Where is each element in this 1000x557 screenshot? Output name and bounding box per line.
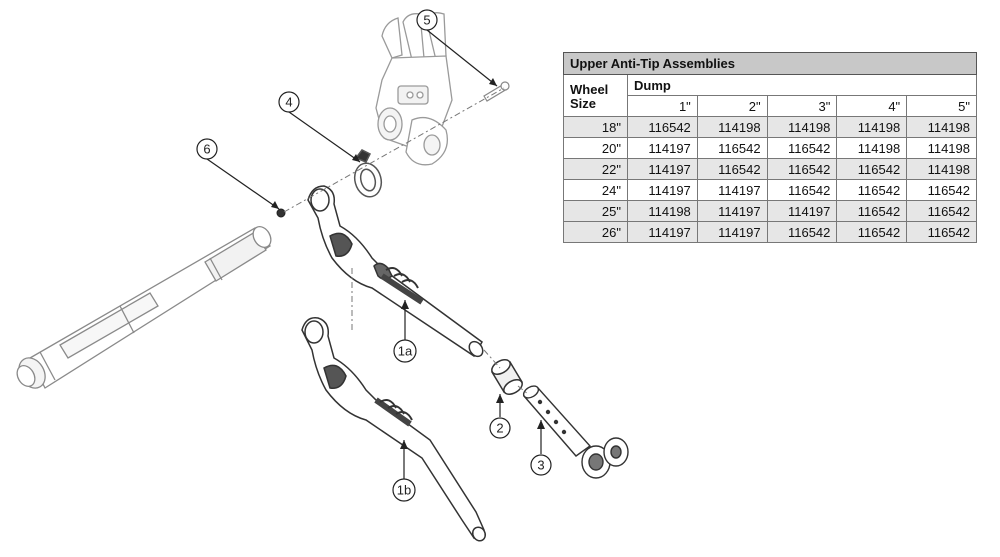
- dump-column-4: 4": [836, 95, 908, 117]
- table-cell: 114198: [906, 116, 977, 138]
- table-title: Upper Anti-Tip Assemblies: [563, 52, 977, 75]
- wheel-assembly: [522, 385, 629, 479]
- table-cell: 116542: [836, 200, 908, 222]
- callout-4: 4: [278, 91, 300, 113]
- row-wheel-size: 25": [563, 200, 628, 222]
- table-row: 22" 114197 116542 116542 116542 114198: [563, 158, 977, 180]
- dump-column-5: 5": [906, 95, 977, 117]
- mounting-bracket: [375, 12, 453, 166]
- table-cell: 114198: [766, 116, 838, 138]
- table-cell: 114198: [696, 116, 768, 138]
- table-cell: 114197: [696, 221, 768, 243]
- callout-5-label: 5: [423, 13, 430, 28]
- table-cell: 116542: [696, 158, 768, 180]
- table-cell: 116542: [766, 137, 838, 159]
- table-cell: 116542: [696, 137, 768, 159]
- callout-2: 2: [489, 417, 511, 439]
- table-cell: 114197: [627, 137, 698, 159]
- table-cell: 116542: [906, 200, 977, 222]
- table-cell: 116542: [836, 158, 908, 180]
- callout-1a: 1a: [393, 339, 417, 363]
- screw: [276, 208, 286, 218]
- bushing: [490, 359, 524, 395]
- table-cell: 116542: [836, 221, 908, 243]
- row-wheel-size: 26": [563, 221, 628, 243]
- table-cell: 114198: [836, 137, 908, 159]
- row-wheel-size: 22": [563, 158, 628, 180]
- table-cell: 116542: [627, 116, 698, 138]
- table-cell: 116542: [906, 179, 977, 201]
- table-row: 26" 114197 114197 116542 116542 116542: [563, 221, 977, 243]
- table-cell: 114198: [836, 116, 908, 138]
- table-cell: 114198: [627, 200, 698, 222]
- table-cell: 114198: [906, 137, 977, 159]
- anti-tip-arm-1b: [301, 317, 487, 542]
- row-wheel-size: 20": [563, 137, 628, 159]
- callout-1a-label: 1a: [398, 344, 413, 359]
- table-cell: 114198: [906, 158, 977, 180]
- table-cell: 114197: [627, 179, 698, 201]
- table-cell: 116542: [836, 179, 908, 201]
- callout-4-label: 4: [285, 95, 292, 110]
- assembly-guide-lines: [283, 87, 529, 395]
- callout-6: 6: [196, 138, 218, 160]
- table-row: 24" 114197 114197 116542 116542 116542: [563, 179, 977, 201]
- callout-1b: 1b: [392, 478, 416, 502]
- table-row: 18" 116542 114198 114198 114198 114198: [563, 116, 977, 138]
- callout-3-label: 3: [537, 458, 544, 473]
- wheel-size-header: Wheel Size: [563, 74, 628, 117]
- table-cell: 114197: [696, 200, 768, 222]
- callout-2-label: 2: [496, 421, 503, 436]
- table-row: 25" 114198 114197 114197 116542 116542: [563, 200, 977, 222]
- leader-arrowheads: [271, 78, 545, 449]
- dump-column-1: 1": [627, 95, 698, 117]
- table-cell: 114197: [627, 158, 698, 180]
- callout-3: 3: [530, 454, 552, 476]
- dump-header: Dump: [627, 74, 977, 96]
- table-cell: 114197: [766, 200, 838, 222]
- table-cell: 114197: [696, 179, 768, 201]
- row-wheel-size: 18": [563, 116, 628, 138]
- wheel-size-header-line1: Wheel: [570, 81, 609, 97]
- table-cell: 116542: [906, 221, 977, 243]
- callout-6-label: 6: [203, 142, 210, 157]
- clamp-ring: [353, 149, 383, 198]
- table-cell: 116542: [766, 158, 838, 180]
- table-cell: 114197: [627, 221, 698, 243]
- callout-1b-label: 1b: [397, 483, 411, 498]
- parts-table: Upper Anti-Tip Assemblies Wheel Size Dum…: [563, 52, 977, 243]
- table-cell: 116542: [766, 221, 838, 243]
- anti-tip-arm-1a: [307, 185, 484, 358]
- table-row: 20" 114197 116542 116542 114198 114198: [563, 137, 977, 159]
- table-cell: 116542: [766, 179, 838, 201]
- wheel-size-header-line2: Size: [570, 95, 597, 111]
- axle-tube: [16, 226, 272, 389]
- dump-column-3: 3": [766, 95, 838, 117]
- row-wheel-size: 24": [563, 179, 628, 201]
- callout-5: 5: [416, 9, 438, 31]
- dump-column-2: 2": [696, 95, 768, 117]
